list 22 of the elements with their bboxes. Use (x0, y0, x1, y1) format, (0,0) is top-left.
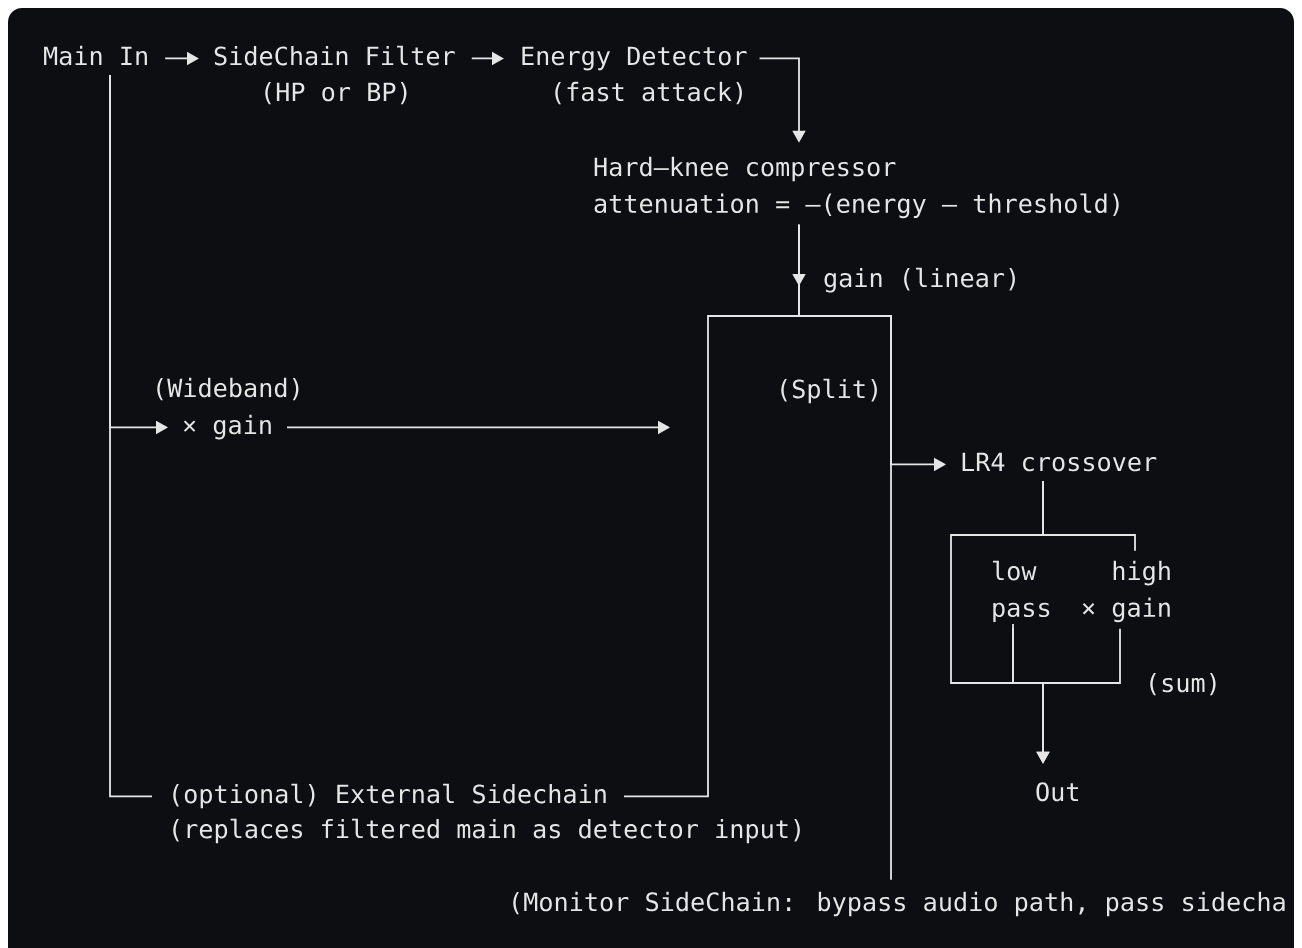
block-label: × gain (183, 414, 271, 440)
block-label: low pass (993, 560, 1050, 622)
edge-label: (sum) (1143, 670, 1223, 700)
connector-line (109, 74, 153, 798)
block-label: × gain (1082, 597, 1170, 623)
annotation: (replaces filtered main as detector input) (173, 818, 800, 844)
connector-line (1042, 480, 1136, 552)
annotation: (fast attack) (555, 81, 742, 105)
block-label: Energy Detector (522, 46, 747, 71)
block-label: SideChain Filter (214, 45, 455, 66)
block-label: (Monitor SideChain: bypass audio path, pass sidecha (513, 891, 1285, 917)
annotation: (HP or BP) (265, 81, 407, 105)
block-label: Hard–knee compressor (594, 156, 896, 182)
block-label: Main In (44, 45, 147, 66)
formula-text: attenuation = –(energy – threshold) (594, 193, 1119, 219)
edge-label: (Split) (774, 376, 885, 407)
annotation: (Wideband) (157, 377, 299, 401)
block-label: Out (1036, 782, 1079, 802)
block-label: high (1113, 560, 1170, 586)
block-label: (optional) External Sidechain (173, 783, 606, 809)
block-label: LR4 crossover (962, 452, 1157, 472)
edge-label: gain (linear) (821, 265, 1023, 296)
